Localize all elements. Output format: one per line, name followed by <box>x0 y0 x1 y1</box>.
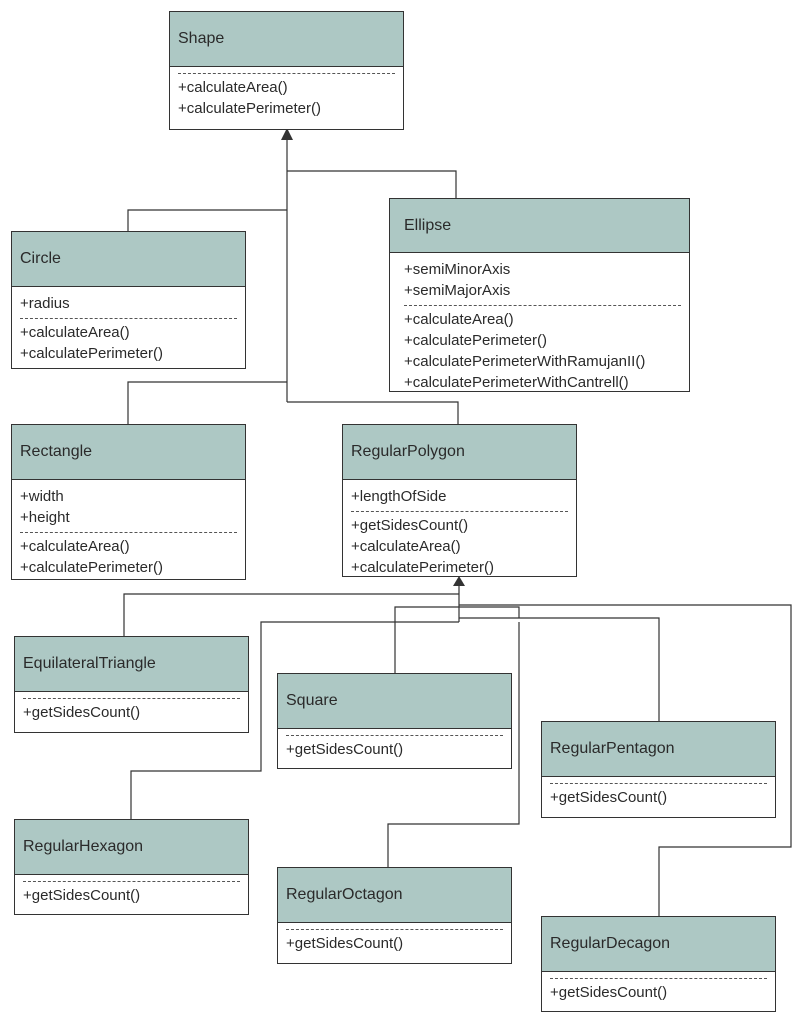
member-separator <box>550 783 767 784</box>
class-regularoctagon-header: RegularOctagon <box>278 868 511 923</box>
class-square[interactable]: Square +getSidesCount() <box>277 673 512 769</box>
class-rectangle[interactable]: Rectangle +width +height +calculateArea(… <box>11 424 246 580</box>
class-regularpolygon-body: +lengthOfSide +getSidesCount() +calculat… <box>343 480 576 584</box>
class-rectangle-name: Rectangle <box>20 443 93 460</box>
class-equilateraltriangle-name: EquilateralTriangle <box>23 655 156 672</box>
attribute: +width <box>20 488 64 505</box>
method: +getSidesCount() <box>550 789 668 806</box>
class-equilateraltriangle-body: +getSidesCount() <box>15 692 248 729</box>
inheritance-arrow-regularpolygon <box>453 576 465 586</box>
class-regularhexagon-header: RegularHexagon <box>15 820 248 875</box>
class-circle-name: Circle <box>20 250 61 267</box>
connector-regularoctagon <box>387 622 520 867</box>
class-regularpentagon-name: RegularPentagon <box>550 740 675 757</box>
member-separator <box>23 881 240 882</box>
attribute: +height <box>20 509 70 526</box>
class-equilateraltriangle-header: EquilateralTriangle <box>15 637 248 692</box>
method: +calculatePerimeter() <box>20 345 163 362</box>
class-ellipse[interactable]: Ellipse +semiMinorAxis +semiMajorAxis +c… <box>389 198 690 392</box>
class-regularoctagon[interactable]: RegularOctagon +getSidesCount() <box>277 867 512 964</box>
method: +calculatePerimeter() <box>351 559 494 576</box>
method: +getSidesCount() <box>550 984 668 1001</box>
attribute: +radius <box>20 295 70 312</box>
method: +calculatePerimeter() <box>404 332 547 349</box>
method: +calculateArea() <box>20 538 130 555</box>
member-separator <box>286 735 503 736</box>
method: +calculatePerimeter() <box>178 100 321 117</box>
class-regulardecagon-body: +getSidesCount() <box>542 972 775 1009</box>
method: +calculateArea() <box>178 79 288 96</box>
attribute: +semiMajorAxis <box>404 282 511 299</box>
class-regularhexagon-name: RegularHexagon <box>23 838 144 855</box>
connector-regulardecagon <box>459 604 792 916</box>
connector-regularhexagon <box>130 621 459 819</box>
class-circle[interactable]: Circle +radius +calculateArea() +calcula… <box>11 231 246 369</box>
member-separator <box>550 978 767 979</box>
connector-rectangle <box>127 381 287 424</box>
class-equilateraltriangle[interactable]: EquilateralTriangle +getSidesCount() <box>14 636 249 733</box>
attribute: +lengthOfSide <box>351 488 447 505</box>
method: +getSidesCount() <box>351 517 469 534</box>
class-ellipse-body: +semiMinorAxis +semiMajorAxis +calculate… <box>390 253 689 399</box>
connector-equilateraltriangle <box>123 593 459 636</box>
class-regularhexagon[interactable]: RegularHexagon +getSidesCount() <box>14 819 249 915</box>
method: +getSidesCount() <box>23 704 141 721</box>
method: +calculatePerimeterWithCantrell() <box>404 374 629 391</box>
class-rectangle-body: +width +height +calculateArea() +calcula… <box>12 480 245 584</box>
class-regularoctagon-body: +getSidesCount() <box>278 923 511 960</box>
class-regularpentagon-body: +getSidesCount() <box>542 777 775 814</box>
class-shape-header: Shape <box>170 12 403 67</box>
class-rectangle-header: Rectangle <box>12 425 245 480</box>
member-separator <box>178 73 395 74</box>
method: +calculatePerimeterWithRamujanII() <box>404 353 646 370</box>
class-square-name: Square <box>286 692 338 709</box>
class-regularpolygon[interactable]: RegularPolygon +lengthOfSide +getSidesCo… <box>342 424 577 577</box>
method: +getSidesCount() <box>23 887 141 904</box>
method: +getSidesCount() <box>286 741 404 758</box>
class-square-body: +getSidesCount() <box>278 729 511 766</box>
member-separator <box>20 318 237 319</box>
class-shape[interactable]: Shape +calculateArea() +calculatePerimet… <box>169 11 404 130</box>
connector-regularpentagon <box>459 617 660 721</box>
class-regularoctagon-name: RegularOctagon <box>286 886 403 903</box>
member-separator <box>351 511 568 512</box>
connector-ellipse <box>287 170 457 198</box>
class-circle-body: +radius +calculateArea() +calculatePerim… <box>12 287 245 370</box>
inheritance-arrow-shape <box>281 128 293 140</box>
method: +calculateArea() <box>351 538 461 555</box>
member-separator <box>286 929 503 930</box>
member-separator <box>23 698 240 699</box>
method: +calculatePerimeter() <box>20 559 163 576</box>
class-shape-body: +calculateArea() +calculatePerimeter() <box>170 67 403 125</box>
connector-regularpolygon <box>287 401 459 424</box>
class-regularpentagon-header: RegularPentagon <box>542 722 775 777</box>
class-regularpentagon[interactable]: RegularPentagon +getSidesCount() <box>541 721 776 818</box>
method: +getSidesCount() <box>286 935 404 952</box>
class-regulardecagon-name: RegularDecagon <box>550 935 671 952</box>
class-regularhexagon-body: +getSidesCount() <box>15 875 248 912</box>
method: +calculateArea() <box>20 324 130 341</box>
class-regularpolygon-header: RegularPolygon <box>343 425 576 480</box>
class-square-header: Square <box>278 674 511 729</box>
class-ellipse-name: Ellipse <box>404 216 452 234</box>
class-circle-header: Circle <box>12 232 245 287</box>
connector-circle <box>127 209 287 231</box>
member-separator <box>20 532 237 533</box>
class-shape-name: Shape <box>178 30 225 47</box>
method: +calculateArea() <box>404 311 514 328</box>
class-regularpolygon-name: RegularPolygon <box>351 443 465 460</box>
member-separator <box>404 305 681 306</box>
class-ellipse-header: Ellipse <box>390 199 689 253</box>
class-regulardecagon-header: RegularDecagon <box>542 917 775 972</box>
class-regulardecagon[interactable]: RegularDecagon +getSidesCount() <box>541 916 776 1012</box>
connector-square <box>394 606 520 673</box>
attribute: +semiMinorAxis <box>404 261 511 278</box>
